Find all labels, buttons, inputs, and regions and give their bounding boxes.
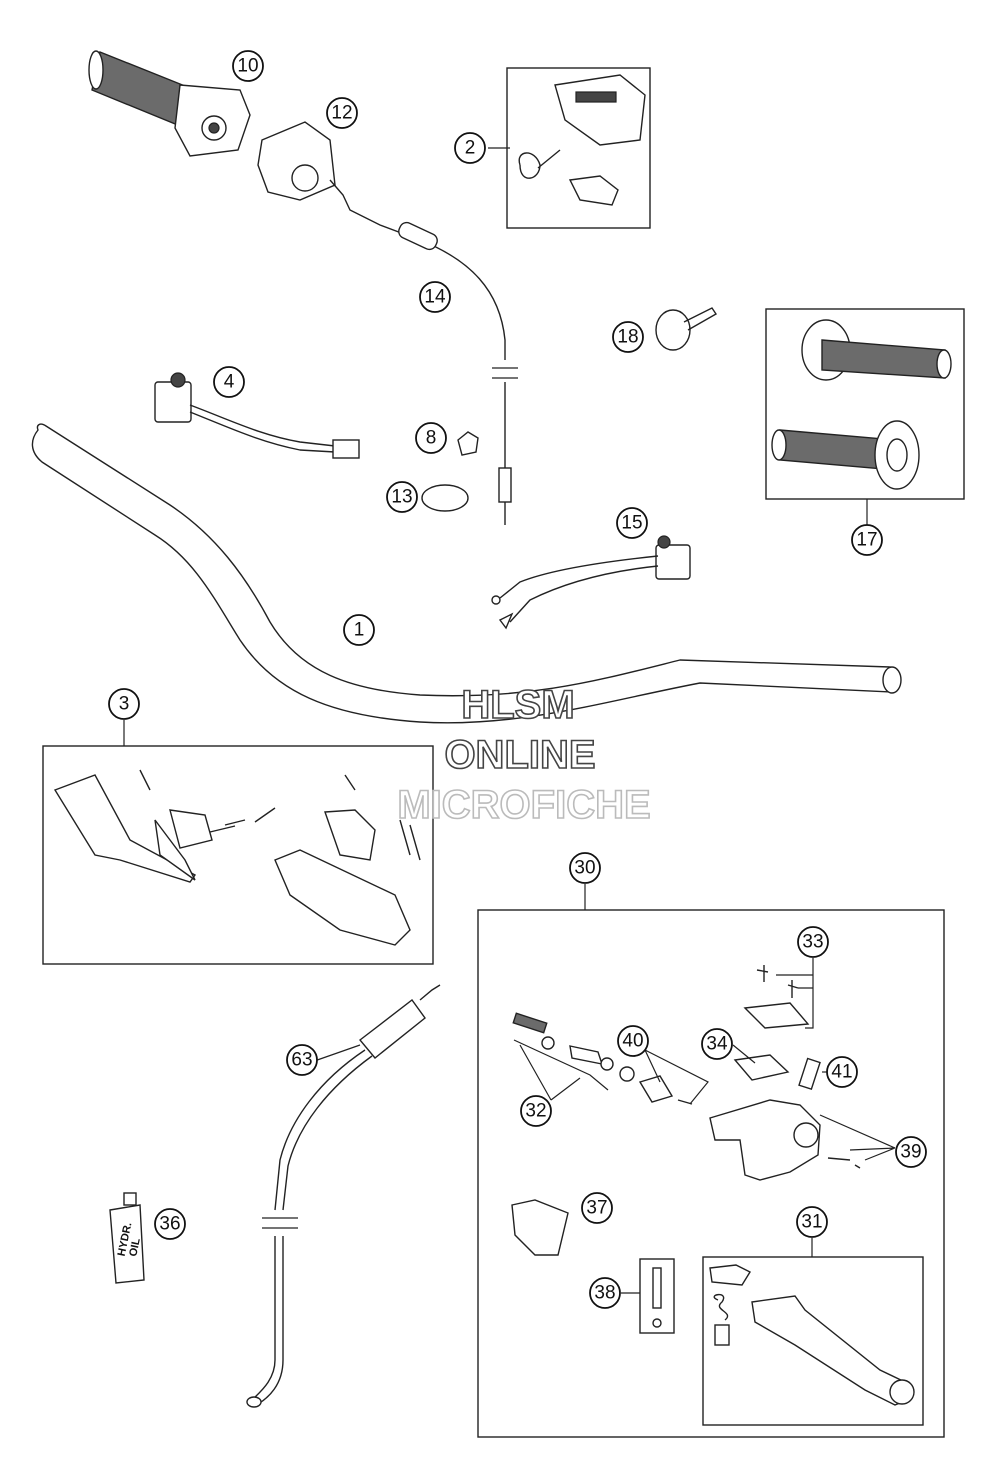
callout-31: 31 xyxy=(796,1206,828,1238)
cable-clip xyxy=(457,431,479,456)
callout-4: 4 xyxy=(213,366,245,398)
start-switch xyxy=(491,535,691,630)
callout-18: 18 xyxy=(612,321,644,353)
svg-text:18: 18 xyxy=(617,327,638,348)
callout-14: 14 xyxy=(419,281,451,313)
callout-34: 34 xyxy=(701,1028,733,1060)
callout-63: 63 xyxy=(286,1044,318,1076)
callout-8: 8 xyxy=(415,422,447,454)
svg-text:36: 36 xyxy=(159,1214,180,1235)
throttle-cable xyxy=(329,179,518,525)
callout-32: 32 xyxy=(520,1095,552,1127)
watermark-line2: ONLINE xyxy=(444,733,595,777)
svg-text:10: 10 xyxy=(237,56,258,77)
callout-13: 13 xyxy=(386,481,418,513)
group-box-30 xyxy=(477,909,945,1438)
o-ring xyxy=(421,484,469,512)
callout-3: 3 xyxy=(108,688,140,720)
group-box-31 xyxy=(702,1256,924,1426)
svg-text:38: 38 xyxy=(594,1283,615,1304)
callout-10: 10 xyxy=(232,50,264,82)
watermark: HLSM ONLINE MICROFICHE xyxy=(397,682,652,828)
callout-33: 33 xyxy=(797,926,829,958)
svg-text:37: 37 xyxy=(586,1198,607,1219)
throttle-grip xyxy=(88,50,251,157)
callout-40: 40 xyxy=(617,1025,649,1057)
callout-36: 36 xyxy=(154,1208,186,1240)
callout-41: 41 xyxy=(826,1056,858,1088)
svg-text:33: 33 xyxy=(802,932,823,953)
group-box-17 xyxy=(765,308,965,500)
master-cylinder-kit xyxy=(511,965,861,1328)
callout-30: 30 xyxy=(569,852,601,884)
svg-text:17: 17 xyxy=(856,530,877,551)
callout-17: 17 xyxy=(851,524,883,556)
svg-text:13: 13 xyxy=(391,487,412,508)
svg-text:4: 4 xyxy=(224,372,235,393)
watermark-line3: MICROFICHE xyxy=(397,783,650,827)
svg-text:32: 32 xyxy=(525,1101,546,1122)
brake-lever xyxy=(709,1264,915,1406)
callout-1: 1 xyxy=(343,614,375,646)
bottle-label-line2: OIL xyxy=(127,1237,143,1258)
svg-text:30: 30 xyxy=(574,858,595,879)
svg-text:1: 1 xyxy=(354,620,365,641)
svg-text:39: 39 xyxy=(900,1142,921,1163)
callout-15: 15 xyxy=(616,507,648,539)
grip-set xyxy=(771,319,952,490)
group-box-38 xyxy=(639,1258,675,1334)
cable-tie-18 xyxy=(655,307,717,351)
group-box-3 xyxy=(42,745,434,965)
callout-38: 38 xyxy=(589,1277,621,1309)
svg-text:2: 2 xyxy=(465,138,476,159)
svg-text:3: 3 xyxy=(119,694,130,715)
map-switch-kit xyxy=(518,74,646,206)
hydraulic-oil-bottle: HYDR. OIL xyxy=(109,1192,145,1284)
svg-text:15: 15 xyxy=(621,513,642,534)
callout-39: 39 xyxy=(895,1136,927,1168)
svg-text:14: 14 xyxy=(424,287,446,308)
callout-12: 12 xyxy=(326,97,358,129)
callout-37: 37 xyxy=(581,1192,613,1224)
svg-text:63: 63 xyxy=(291,1050,312,1071)
svg-text:34: 34 xyxy=(706,1034,728,1055)
svg-text:40: 40 xyxy=(622,1031,643,1052)
handguard-kit xyxy=(53,769,421,946)
svg-text:31: 31 xyxy=(801,1212,822,1233)
hydraulic-line xyxy=(246,984,441,1408)
callout-2: 2 xyxy=(454,132,486,164)
svg-text:12: 12 xyxy=(331,103,352,124)
throttle-housing xyxy=(257,121,336,201)
leader-lines xyxy=(123,147,896,1294)
watermark-line1: HLSM xyxy=(461,683,574,727)
svg-text:41: 41 xyxy=(831,1062,852,1083)
handlebar xyxy=(31,423,902,724)
kill-switch xyxy=(154,372,360,459)
svg-text:8: 8 xyxy=(426,428,437,449)
